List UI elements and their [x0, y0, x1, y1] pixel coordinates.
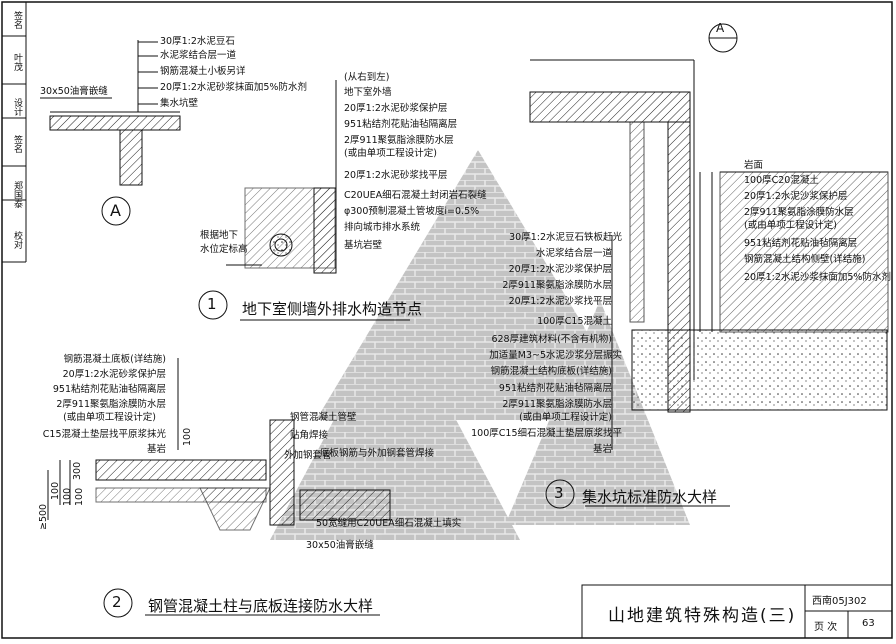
detail-1-layer: 基坑岩壁: [344, 240, 383, 251]
detail-a-layer: 钢筋混凝土小板另详: [160, 66, 246, 77]
detail-a-layer: 20厚1:2水泥砂浆抹面加5%防水剂: [160, 82, 307, 93]
sidebar-cell-signature-2: 签名: [12, 11, 22, 29]
title-block-atlas: 西南05J302: [812, 596, 867, 607]
detail-1-layer: 20厚1:2水泥砂浆找平层: [344, 170, 448, 181]
title-block-lines: [581, 584, 893, 639]
detail-1-layer: C20UEA细石混凝土封闭岩石裂缝: [344, 190, 487, 201]
detail-3-left-layer: 20厚1:2水泥沙浆保护层: [508, 264, 612, 275]
title-block-page-label: 页 次: [814, 622, 838, 633]
detail-3-right-layer: 钢筋混凝土结构侧壁(详结施): [744, 254, 866, 265]
detail-2-left-layer: 基岩: [146, 444, 166, 455]
detail-2-left-layer: 20厚1:2水泥砂浆保护层: [62, 369, 166, 380]
detail-3-right-layer: 951粘结剂花贴油毡隔离层: [744, 238, 858, 249]
title-block-project: 山地建筑特殊构造(三): [608, 606, 797, 626]
detail-3-left-layer: 2厚911聚氨脂涂膜防水层: [502, 399, 612, 410]
detail-3-lines: [529, 23, 889, 509]
detail-3-left-layer: 30厚1:2水泥豆石铁板赶光: [509, 232, 622, 243]
title-block-page-no: 63: [862, 618, 875, 629]
detail-2-mid-label: 底板钢筋与外加钢套管焊接: [320, 448, 435, 459]
sidebar-cell-proofread: 校对: [12, 231, 22, 249]
detail-a-left-note: 30x50油膏嵌缝: [40, 86, 108, 97]
detail-2-left-layer: 951粘结剂花贴油毡隔离层: [52, 384, 166, 395]
detail-1-layer: φ300预制混凝土管坡度i=0.5%: [344, 206, 480, 217]
detail-2-left-layer: 2厚911聚氨脂涂膜防水层: [56, 399, 166, 410]
detail-1-side-note: 水位定标高: [200, 244, 248, 255]
detail-1-layer: 排向城市排水系统: [344, 222, 421, 233]
detail-a-layer: 水泥浆结合层一道: [160, 50, 237, 61]
detail-2-dim: 100: [182, 427, 193, 446]
detail-2-dim: 100: [50, 481, 61, 500]
detail-2-dim: 300: [72, 461, 83, 480]
detail-2-left-layer: (或由单项工程设计定): [63, 412, 156, 423]
detail-2-left-layer: C15混凝土垫层找平原浆抹光: [42, 429, 166, 440]
watermark-pyramids: [270, 150, 690, 540]
detail-2-dim: 100: [74, 487, 85, 506]
detail-1-layer: 951粘结剂花贴油毡隔离层: [344, 119, 458, 130]
detail-1-head-note: (从右到左): [344, 72, 390, 83]
detail-1-layer: (或由单项工程设计定): [344, 148, 437, 159]
detail-2-lines: [47, 358, 391, 618]
detail-3-left-layer: 20厚1:2水泥沙浆找平层: [508, 296, 612, 307]
sidebar-cell-design: 设计: [12, 98, 22, 116]
detail-3-left-layer: 628厚建筑材料(不含有机物): [491, 334, 612, 345]
detail-3-left-layer: 951粘结剂花贴油毡隔离层: [498, 383, 612, 394]
detail-2-dim: 100: [62, 487, 73, 506]
detail-1-layer: 2厚911聚氨脂涂膜防水层: [344, 135, 454, 146]
sidebar-cell-proofreader: 郑国泰: [12, 180, 22, 208]
detail-2-bottom-label: 30x50油膏嵌缝: [306, 540, 374, 551]
sidebar-cell-signature-1: 签名: [12, 135, 22, 153]
detail-3-right-layer: 20厚1:2水泥沙浆保护层: [744, 191, 848, 202]
detail-3-top-marker: A: [716, 21, 725, 35]
detail-2-number: 2: [112, 593, 122, 611]
detail-a-marker: A: [110, 201, 121, 220]
detail-1-layer: 地下室外墙: [344, 87, 392, 98]
detail-3-left-layer: 2厚911聚氨脂涂膜防水层: [502, 280, 612, 291]
detail-3-number: 3: [554, 484, 564, 502]
detail-3-right-layer: 20厚1:2水泥沙浆抹面加5%防水剂: [744, 272, 891, 283]
detail-1-lines: [198, 80, 410, 321]
detail-3-left-layer: 100厚C15细石混凝土垫层原浆找平: [471, 428, 622, 439]
detail-3-left-layer: (或由单项工程设计定): [519, 412, 612, 423]
detail-2-dim: ≥500: [38, 503, 49, 530]
sidebar-cell-designer: 叶茂: [12, 53, 22, 71]
detail-2-title: 钢管混凝土柱与底板连接防水大样: [148, 597, 374, 615]
detail-1-title: 地下室侧墙外排水构造节点: [242, 300, 423, 318]
detail-2-mid-label: 钢管混凝土管壁: [290, 412, 357, 423]
detail-1-side-note: 根据地下: [200, 230, 239, 241]
detail-a-layer: 30厚1:2水泥豆石: [160, 36, 235, 47]
detail-3-left-layer: 水泥浆结合层一道: [535, 248, 612, 259]
detail-1-number: 1: [207, 295, 217, 313]
detail-3-title: 集水坑标准防水大样: [582, 488, 718, 506]
detail-3-right-layer: 岩面: [744, 160, 764, 171]
detail-3-left-layer: 钢筋混凝土结构底板(详结施): [490, 366, 612, 377]
detail-3-right-layer: (或由单项工程设计定): [744, 220, 837, 231]
detail-2-mid-label: 贴角焊接: [290, 430, 329, 441]
detail-a-lines: [40, 40, 181, 226]
detail-3-right-layer: 100厚C20混凝土: [744, 175, 819, 186]
detail-3-left-layer: 基岩: [592, 444, 612, 455]
detail-3-left-layer: 加适量M3~5水泥沙浆分层振实: [489, 350, 622, 361]
detail-2-bottom-label: 50宽缝用C20UEA细石混凝土填实: [316, 518, 462, 529]
detail-3-left-layer: 100厚C15混凝土: [537, 316, 612, 327]
detail-2-mid-label: 外加钢套管: [284, 450, 332, 461]
detail-1-layer: 20厚1:2水泥砂浆保护层: [344, 103, 448, 114]
detail-3-right-layer: 2厚911聚氨脂涂膜防水层: [744, 207, 854, 218]
detail-2-left-layer: 钢筋混凝土底板(详结施): [63, 354, 166, 365]
detail-a-layer: 集水坑壁: [160, 98, 199, 109]
